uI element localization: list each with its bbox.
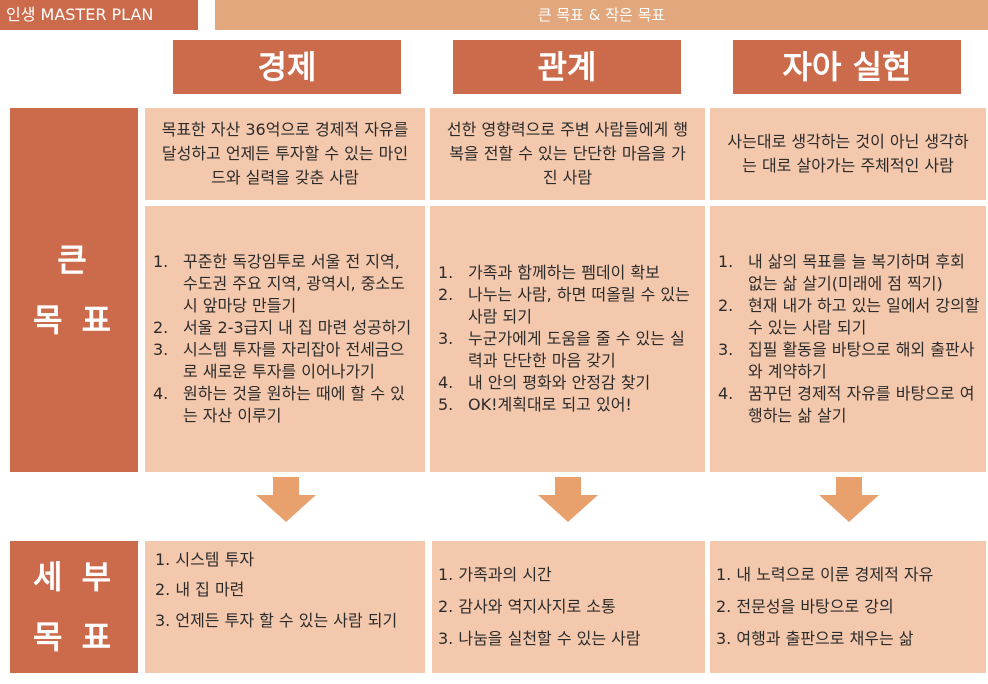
goals-economy: 1.꾸준한 독강임투로 서울 전 지역, 수도권 주요 지역, 광역시, 중소도…	[145, 206, 425, 472]
goals-relationship-list: 1.가족과 함께하는 펨데이 확보 2.나누는 사람, 하면 떠올릴 수 있는 …	[430, 262, 699, 416]
list-item: 2.현재 내가 하고 있는 일에서 강의할 수 있는 사람 되기	[718, 296, 980, 337]
list-item: 5.OK!계획대로 되고 있어!	[438, 395, 632, 414]
goals-relationship: 1.가족과 함께하는 펨데이 확보 2.나누는 사람, 하면 떠올릴 수 있는 …	[430, 206, 705, 472]
list-item: 4.꿈꾸던 경제적 자유를 바탕으로 여행하는 삶 살기	[718, 384, 975, 425]
list-item: 2.서울 2-3급지 내 집 마련 성공하기	[153, 318, 412, 337]
plan-title: 인생 MASTER PLAN	[0, 0, 198, 30]
big-goal-label-line2: 목 표	[32, 301, 116, 339]
list-item: 2.나누는 사람, 하면 떠올릴 수 있는 사람 되기	[438, 285, 690, 326]
summary-economy: 목표한 자산 36억으로 경제적 자유를 달성하고 언제든 투자할 수 있는 마…	[145, 108, 425, 200]
summary-relationship: 선한 영향력으로 주변 사람들에게 행복을 전할 수 있는 단단한 마음을 가진…	[430, 108, 705, 200]
list-item: 4.내 안의 평화와 안정감 찾기	[438, 373, 651, 392]
big-goal-label: 큰 목 표	[10, 108, 138, 472]
details-self-realization: 1. 내 노력으로 이룬 경제적 자유 2. 전문성을 바탕으로 강의 3. 여…	[710, 541, 986, 673]
list-item: 2. 내 집 마련	[155, 580, 245, 599]
plan-subtitle-bar: 큰 목표 & 작은 목표	[215, 0, 988, 30]
goals-self-realization-list: 1.내 삶의 목표를 늘 복기하며 후회 없는 삶 살기(미래에 점 찍기) 2…	[710, 251, 980, 427]
list-item: 1. 내 노력으로 이룬 경제적 자유	[716, 565, 934, 584]
category-relationship: 관계	[453, 40, 681, 94]
summary-self-realization: 사는대로 생각하는 것이 아닌 생각하는 대로 살아가는 주체적인 사람	[710, 108, 986, 200]
detail-goal-label: 세 부 목 표	[10, 541, 138, 673]
list-item: 2. 감사와 역지사지로 소통	[438, 597, 616, 616]
list-item: 1.가족과 함께하는 펨데이 확보	[438, 263, 660, 282]
big-goal-label-line1: 큰	[57, 241, 91, 279]
list-item: 1.내 삶의 목표를 늘 복기하며 후회 없는 삶 살기(미래에 점 찍기)	[718, 252, 965, 293]
goals-self-realization: 1.내 삶의 목표를 늘 복기하며 후회 없는 삶 살기(미래에 점 찍기) 2…	[710, 206, 986, 472]
detail-goal-label-line2: 목 표	[32, 618, 116, 656]
details-relationship: 1. 가족과의 시간 2. 감사와 역지사지로 소통 3. 나눔을 실천할 수 …	[432, 541, 705, 673]
list-item: 3.집필 활동을 바탕으로 해외 출판사와 계약하기	[718, 340, 975, 381]
down-arrow-icon	[819, 477, 879, 522]
goals-economy-list: 1.꾸준한 독강임투로 서울 전 지역, 수도권 주요 지역, 광역시, 중소도…	[145, 251, 419, 427]
list-item: 2. 전문성을 바탕으로 강의	[716, 597, 894, 616]
list-item: 4.원하는 것을 원하는 때에 할 수 있는 자산 이루기	[153, 384, 405, 425]
list-item: 3.시스템 투자를 자리잡아 전세금으로 새로운 투자를 이어나가기	[153, 340, 405, 381]
down-arrow-icon	[256, 477, 316, 522]
list-item: 3. 언제든 투자 할 수 있는 사람 되기	[155, 611, 398, 630]
list-item: 1. 시스템 투자	[155, 550, 255, 569]
category-economy: 경제	[173, 40, 401, 94]
list-item: 3. 나눔을 실천할 수 있는 사람	[438, 629, 641, 648]
list-item: 1.꾸준한 독강임투로 서울 전 지역, 수도권 주요 지역, 광역시, 중소도…	[153, 252, 405, 315]
details-economy: 1. 시스템 투자 2. 내 집 마련 3. 언제든 투자 할 수 있는 사람 …	[145, 541, 425, 673]
list-item: 3. 여행과 출판으로 채우는 삶	[716, 629, 914, 648]
list-item: 3.누군가에게 도움을 줄 수 있는 실력과 단단한 마음 갖기	[438, 329, 685, 370]
down-arrow-icon	[538, 477, 598, 522]
list-item: 1. 가족과의 시간	[438, 565, 552, 584]
detail-goal-label-line1: 세 부	[32, 558, 116, 596]
category-self-realization: 자아 실현	[733, 40, 961, 94]
